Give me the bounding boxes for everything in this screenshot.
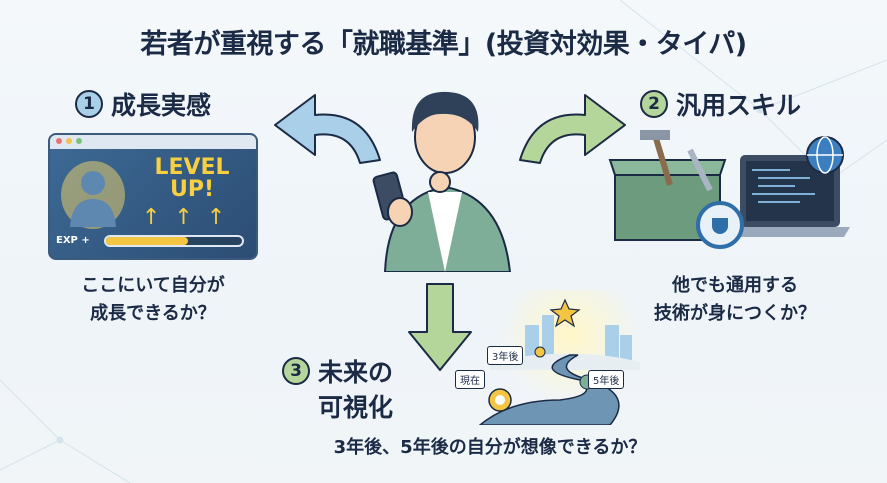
item-2-description: 他でも通用する技術が身につくか？ [654,275,816,324]
number-badge-1: 1 [75,90,103,118]
arrow-down-icon [408,283,472,371]
item-3-heading: 3 未来の可視化 [282,355,393,425]
item-2-heading: 2 汎用スキル [640,86,801,122]
item-1-description: ここにいて自分が成長できるか？ [81,275,225,324]
page-title: 若者が重視する「就職基準」(投資対効果・タイパ) [140,29,747,60]
up-arrows-icon: ↑↑↑ [142,205,240,230]
roadmap-label-5-years: 5年後 [588,370,625,389]
young-person-with-phone-illustration [372,91,512,272]
arrow-left-icon [274,94,381,164]
item-1-heading: 1 成長実感 [75,86,211,122]
toolbox-laptop-illustration [608,130,850,249]
number-badge-3: 3 [282,357,310,385]
number-badge-2: 2 [640,90,668,118]
item-1-title: 成長実感 [111,91,212,120]
item-2-title: 汎用スキル [676,91,802,120]
future-roadmap-illustration [478,290,640,425]
exp-progress-bar [104,235,244,247]
user-silhouette-icon [61,161,125,229]
window-titlebar [50,135,256,149]
item-3-title: 未来の可視化 [318,358,394,422]
item-3-description: 3年後、5年後の自分が想像できるか？ [333,437,647,458]
arrow-right-icon [519,94,626,164]
roadmap-label-now: 現在 [455,370,485,389]
roadmap-label-3-years: 3年後 [487,346,524,365]
exp-label: EXP + [56,235,90,246]
